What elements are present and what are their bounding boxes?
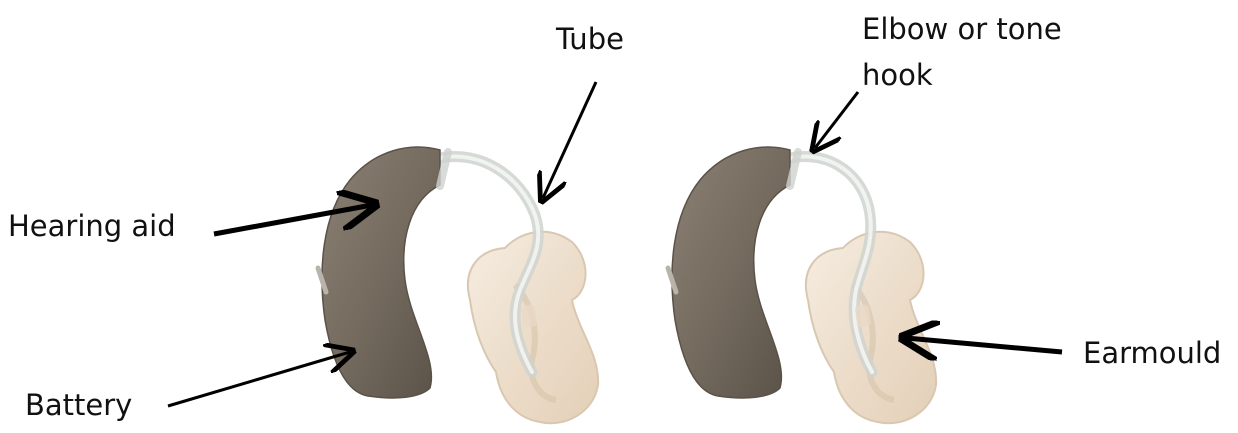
left-hearing-aid [318,147,598,423]
label-elbow-tone-hook: Elbow or tone hook [862,6,1092,98]
label-earmould: Earmould [1083,336,1221,371]
right-device-body [672,147,790,398]
arrow-elbow [815,92,858,148]
label-tube: Tube [556,22,624,57]
left-device-body [322,147,440,398]
arrow-battery [168,352,350,406]
arrow-tube [543,82,596,198]
label-battery: Battery [25,388,132,423]
right-hearing-aid [668,147,936,423]
label-hearing-aid: Hearing aid [8,209,176,244]
